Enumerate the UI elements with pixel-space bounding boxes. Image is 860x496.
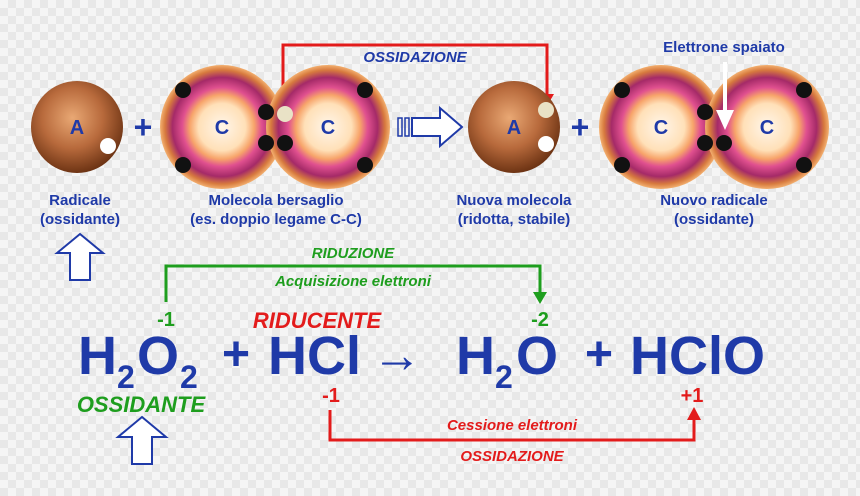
eq-h2o2-h: H	[78, 326, 117, 386]
carbon-atom-3	[599, 65, 723, 189]
paired-electron	[538, 136, 554, 152]
cessione-label: Cessione elettroni	[447, 417, 578, 434]
electron	[175, 82, 191, 98]
electron	[258, 104, 274, 120]
electron	[697, 135, 713, 151]
acquisizione-label: Acquisizione elettroni	[274, 273, 432, 290]
electron	[357, 157, 373, 173]
unpaired-electron	[100, 138, 116, 154]
carbon-atom-1	[160, 65, 284, 189]
caption-radicale-l1: Radicale	[49, 192, 111, 209]
oxidation-bracket-bottom	[328, 407, 701, 442]
riduzione-label: RIDUZIONE	[312, 245, 395, 262]
new-radical-molecule	[599, 65, 829, 189]
pi-electron-light	[277, 106, 293, 122]
caption-nuova-l1: Nuova molecola	[456, 192, 572, 209]
eq-plus-2: +	[585, 328, 613, 381]
electron	[614, 82, 630, 98]
carbon-atom-2	[266, 65, 390, 189]
bottom-ossidazione-label: OSSIDAZIONE	[460, 448, 564, 465]
caption-nuovo-radicale-l1: Nuovo radicale	[660, 192, 768, 209]
up-arrow-icon-2	[115, 415, 169, 465]
eq-h2o2-o: O	[137, 326, 179, 386]
eq-h2o-h: H	[456, 326, 495, 386]
electron	[796, 157, 812, 173]
electron	[796, 82, 812, 98]
caption-radicale-l2: (ossidante)	[40, 211, 120, 228]
electron	[614, 157, 630, 173]
riducente-label: RIDUCENTE	[253, 308, 383, 333]
electron	[258, 135, 274, 151]
target-molecule	[160, 65, 390, 189]
caption-nuova-l2: (ridotta, stabile)	[458, 211, 571, 228]
ox-number-cl-product: +1	[681, 385, 704, 407]
plus-sign-1: +	[134, 109, 153, 145]
electron	[697, 104, 713, 120]
eq-h2o2-sub2: 2	[180, 359, 198, 395]
electron	[716, 135, 732, 151]
caption-molecola-l1: Molecola bersaglio	[208, 192, 343, 209]
unpaired-electron-pointer-icon	[716, 62, 734, 130]
eq-hclo: HClO	[630, 326, 765, 386]
caption-nuovo-radicale-l2: (ossidante)	[674, 211, 754, 228]
electron	[357, 82, 373, 98]
ox-number-o-product: -2	[531, 309, 549, 331]
atom-c4-label: C	[760, 117, 774, 139]
up-arrow-icon	[54, 232, 106, 281]
chemical-equation: H 2 O 2 + HCl → H 2 O + HClO	[78, 326, 765, 395]
atom-c1-label: C	[215, 117, 229, 139]
eq-arrow: →	[372, 327, 422, 383]
electron	[175, 157, 191, 173]
eq-h2o-o: O	[516, 326, 558, 386]
atom-c3-label: C	[654, 117, 668, 139]
ox-number-o-reactant: -1	[157, 309, 175, 331]
eq-h2o2-sub1: 2	[117, 359, 135, 395]
eq-h2o-sub: 2	[495, 359, 513, 395]
plus-sign-2: +	[571, 109, 590, 145]
elettrone-spaiato-label: Elettrone spaiato	[663, 39, 785, 56]
atom-c2-label: C	[321, 117, 335, 139]
electron	[277, 135, 293, 151]
eq-hcl: HCl	[268, 326, 361, 386]
ox-number-cl-reactant: -1	[322, 385, 340, 407]
reduction-bracket	[164, 264, 547, 304]
radical-atom-a	[31, 81, 123, 173]
reduced-atom-a	[468, 81, 560, 173]
top-ossidazione-label: OSSIDAZIONE	[363, 49, 467, 66]
reaction-arrow-icon	[397, 105, 464, 149]
acquired-electron	[538, 102, 554, 118]
caption-molecola-l2: (es. doppio legame C-C)	[190, 211, 362, 228]
atom-a1-label: A	[70, 117, 84, 139]
eq-plus-1: +	[222, 328, 250, 381]
ossidante-label: OSSIDANTE	[77, 392, 207, 417]
carbon-atom-4	[705, 65, 829, 189]
atom-a2-label: A	[507, 117, 521, 139]
